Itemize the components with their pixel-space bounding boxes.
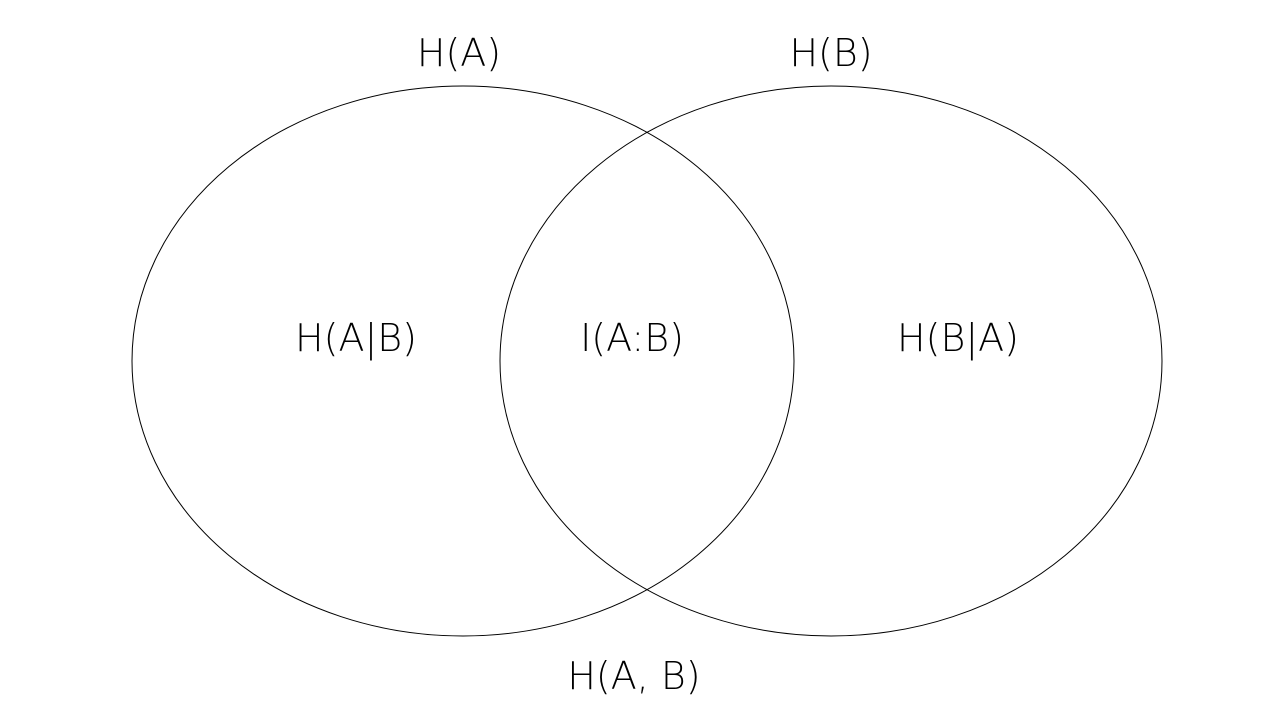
union-label: H(A, B) (567, 654, 700, 698)
set-b-ellipse (499, 85, 1163, 637)
intersection-label: I(A:B) (580, 316, 684, 360)
a-only-label: H(A|B) (295, 316, 417, 361)
set-b-label: H(B) (789, 31, 872, 75)
b-only-label: H(B|A) (897, 316, 1019, 361)
set-a-ellipse (131, 85, 795, 637)
set-a-label: H(A) (417, 31, 501, 75)
